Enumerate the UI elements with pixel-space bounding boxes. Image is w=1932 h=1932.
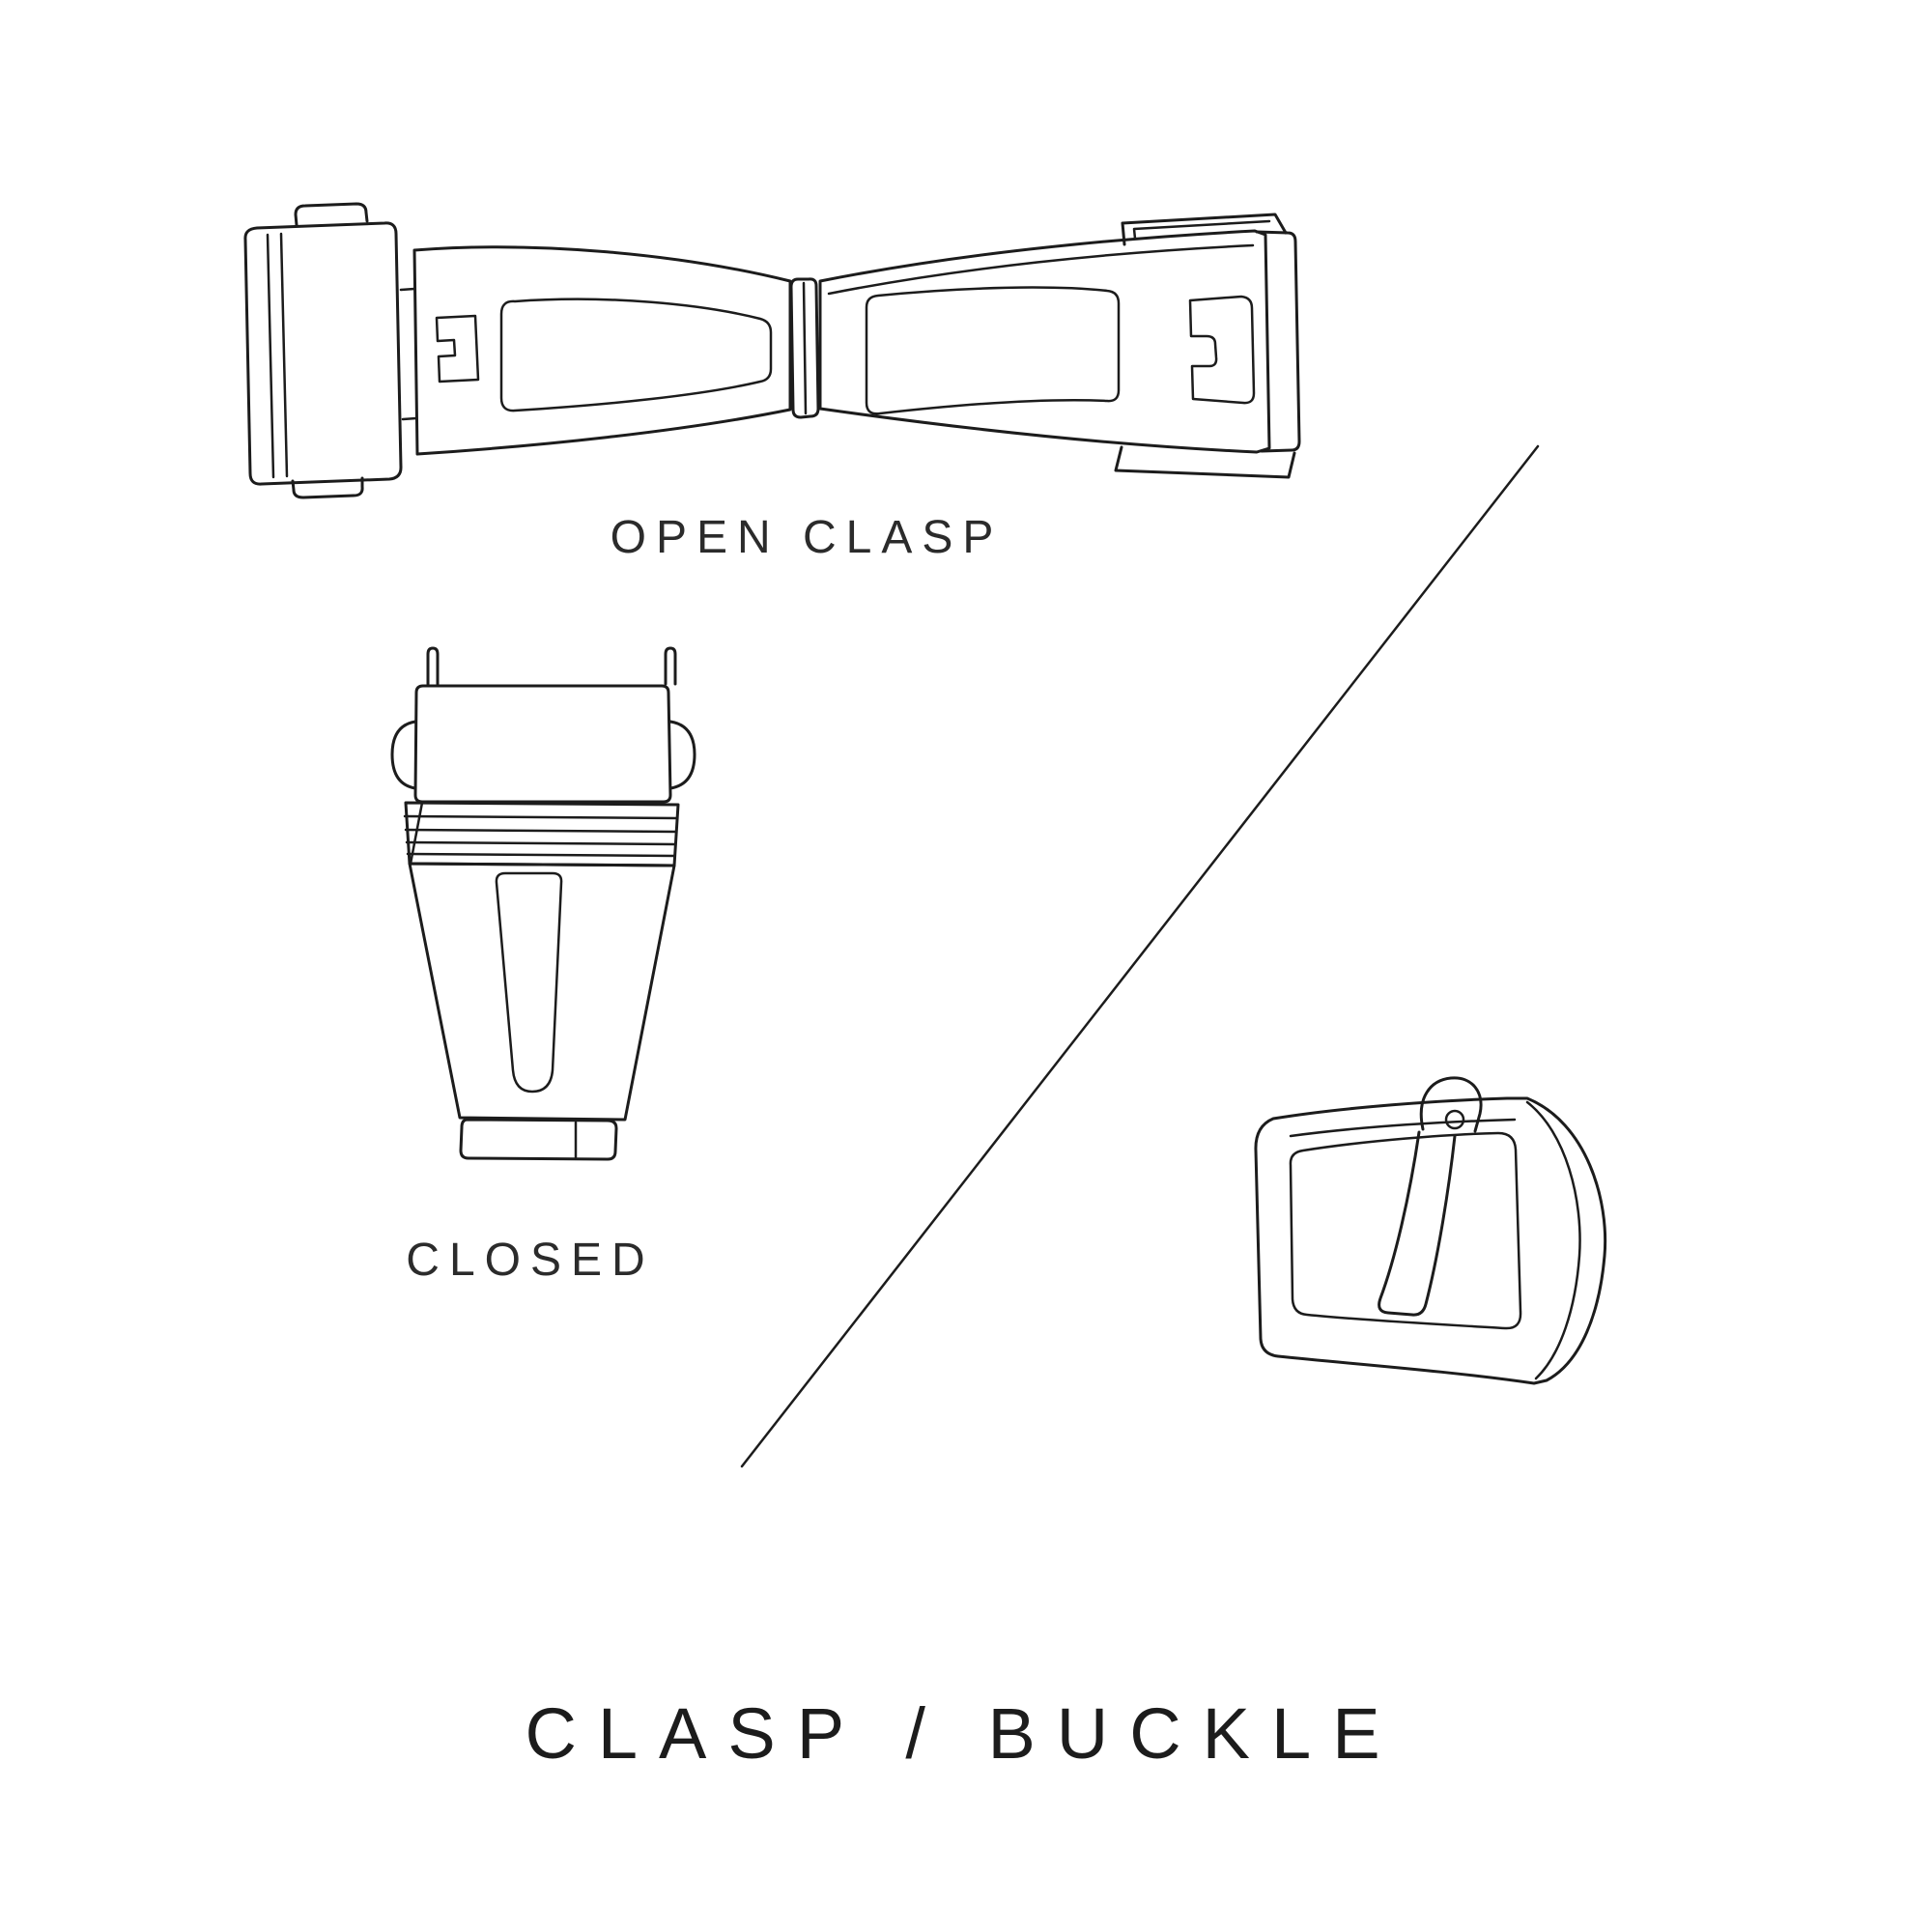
pin-buckle-illustration [1254, 1076, 1607, 1385]
clasp-right-arm [818, 213, 1301, 479]
clasp-end-link [243, 202, 418, 499]
divider-line [740, 444, 1540, 1468]
clasp-lug-left [390, 720, 417, 790]
clasp-prong-right [664, 646, 677, 686]
clasp-fold-band [403, 801, 680, 867]
clasp-hinge [789, 277, 820, 419]
open-clasp-label: OPEN CLASP [610, 512, 1004, 563]
clasp-prong-left [426, 646, 440, 686]
clasp-body [408, 862, 676, 1122]
buckle-frame [1254, 1096, 1607, 1385]
buckle-tongue [1378, 1076, 1483, 1317]
page-title: CLASP / BUCKLE [525, 1693, 1402, 1774]
open-clasp-illustration [243, 202, 1301, 499]
clasp-foot [459, 1118, 618, 1161]
closed-clasp-illustration [390, 646, 696, 1161]
closed-label: CLOSED [406, 1235, 655, 1286]
buckle-pin-bar [1289, 1118, 1517, 1138]
clasp-cover [413, 684, 672, 804]
clasp-lug-right [668, 720, 696, 790]
clasp-left-arm [412, 245, 792, 456]
